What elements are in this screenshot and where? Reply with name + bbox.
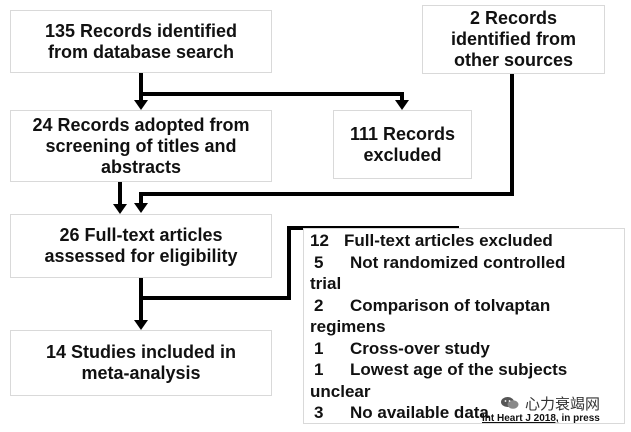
wechat-logo-icon	[501, 397, 519, 409]
arrowhead-screening-down	[113, 204, 127, 214]
connector-to-full-text-v	[139, 192, 143, 204]
connector-other-sources-h	[139, 192, 514, 196]
box-full-text-assessed: 26 Full-text articles assessed for eligi…	[10, 214, 272, 278]
citation: Int Heart J 2018, in press	[482, 413, 600, 424]
connector-to-exclusions-h1	[139, 296, 290, 300]
connector-to-exclusions-v1	[287, 226, 291, 300]
connector-to-excluded-v	[400, 92, 404, 102]
box-records-excluded: 111 Records excluded	[333, 110, 472, 179]
box-other-sources: 2 Records identified from other sources	[422, 5, 605, 74]
arrowhead-screening	[134, 100, 148, 110]
box-studies-included: 14 Studies included in meta-analysis	[10, 330, 272, 396]
connector-search-to-screening	[139, 73, 143, 101]
box-screening-adopted: 24 Records adopted from screening of tit…	[10, 110, 272, 182]
connector-screening-down	[118, 182, 122, 206]
connector-to-excluded-h	[139, 92, 404, 96]
arrowhead-excluded	[395, 100, 409, 110]
arrowhead-full-text	[134, 203, 148, 213]
arrowhead-included	[134, 320, 148, 330]
reason-cont: unclear	[310, 381, 371, 401]
watermark: 心力衰竭网	[500, 391, 600, 415]
reason-cont: trial	[310, 274, 342, 293]
box-database-search: 135 Records identified from database sea…	[10, 10, 272, 73]
connector-other-sources-v	[510, 74, 514, 195]
reason-cont: regimens	[310, 317, 386, 336]
